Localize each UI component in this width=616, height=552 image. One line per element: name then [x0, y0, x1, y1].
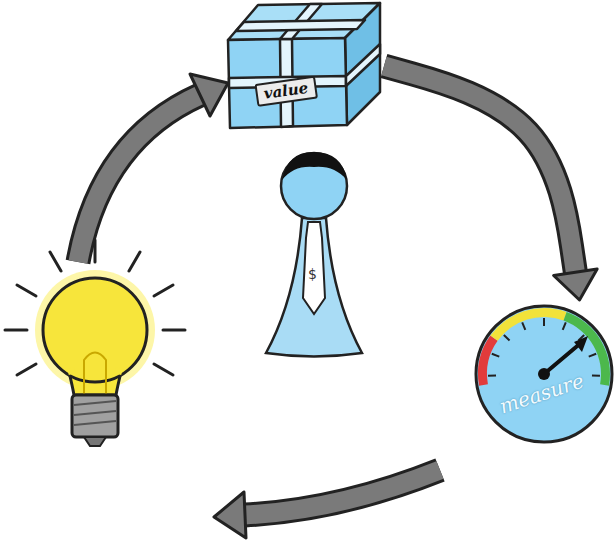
bulb-ray [50, 252, 61, 271]
cycle-connector [384, 66, 597, 300]
arrow-body [245, 470, 440, 515]
arrow-outline [78, 95, 200, 262]
bulb-glass [43, 278, 147, 382]
bulb-thread [74, 401, 116, 425]
arrow-outline [245, 470, 440, 515]
gauge-tick [504, 335, 510, 341]
gauge-band [490, 308, 566, 341]
ribbon-stripe [236, 20, 365, 31]
bulb-glow [35, 270, 155, 390]
gauge-band [478, 336, 498, 386]
arrow-head [214, 492, 246, 538]
gauge-scale [478, 308, 610, 386]
gauge-ticks [488, 318, 600, 376]
light-bulb [5, 240, 185, 446]
arrow-head [190, 74, 228, 116]
person-tie [303, 222, 325, 314]
business-person: $ [262, 148, 366, 360]
bulb-neck-join [68, 370, 122, 372]
bulb-ray [17, 285, 36, 296]
gauge-tick [589, 354, 596, 357]
tie-symbol: $ [308, 267, 317, 282]
cycle-arrow [78, 74, 228, 262]
bulb-tip [84, 437, 106, 446]
bulb-ray [17, 364, 36, 375]
arrow-head [554, 269, 598, 300]
bulb-ray [154, 364, 173, 375]
bulb-ray [163, 329, 185, 332]
gauge-tick [563, 322, 566, 329]
ribbon-stripe [346, 44, 380, 86]
gauge-meter: measure [470, 300, 616, 450]
gauge-tick [488, 374, 496, 376]
bulb-ray [129, 252, 140, 271]
bulb-base [72, 395, 118, 437]
arrow-body [384, 66, 575, 272]
thread-line [74, 411, 116, 415]
cube-front [228, 38, 347, 128]
gauge-tick [492, 354, 499, 357]
bulb-ray [5, 329, 27, 332]
needle-tip [574, 336, 588, 352]
gauge-tick [522, 322, 525, 329]
thread-line [74, 401, 116, 405]
person-body [266, 218, 362, 357]
node-outline [262, 148, 366, 360]
arrow-body [78, 95, 200, 262]
gauge-tick [592, 374, 600, 376]
node-outline [222, 0, 384, 132]
arrow-outline [384, 66, 575, 272]
bulb-filament [84, 353, 106, 396]
value-box: value [222, 0, 384, 132]
cycle-arrow [214, 470, 440, 538]
gauge-dial [476, 306, 612, 442]
thread-line [74, 421, 116, 425]
gauge-needle [544, 342, 582, 374]
node-outline [470, 300, 616, 450]
bulb-ray [154, 285, 173, 296]
gauge-hub [538, 368, 550, 380]
person-hair [282, 152, 347, 180]
gauge-tick [543, 318, 545, 326]
